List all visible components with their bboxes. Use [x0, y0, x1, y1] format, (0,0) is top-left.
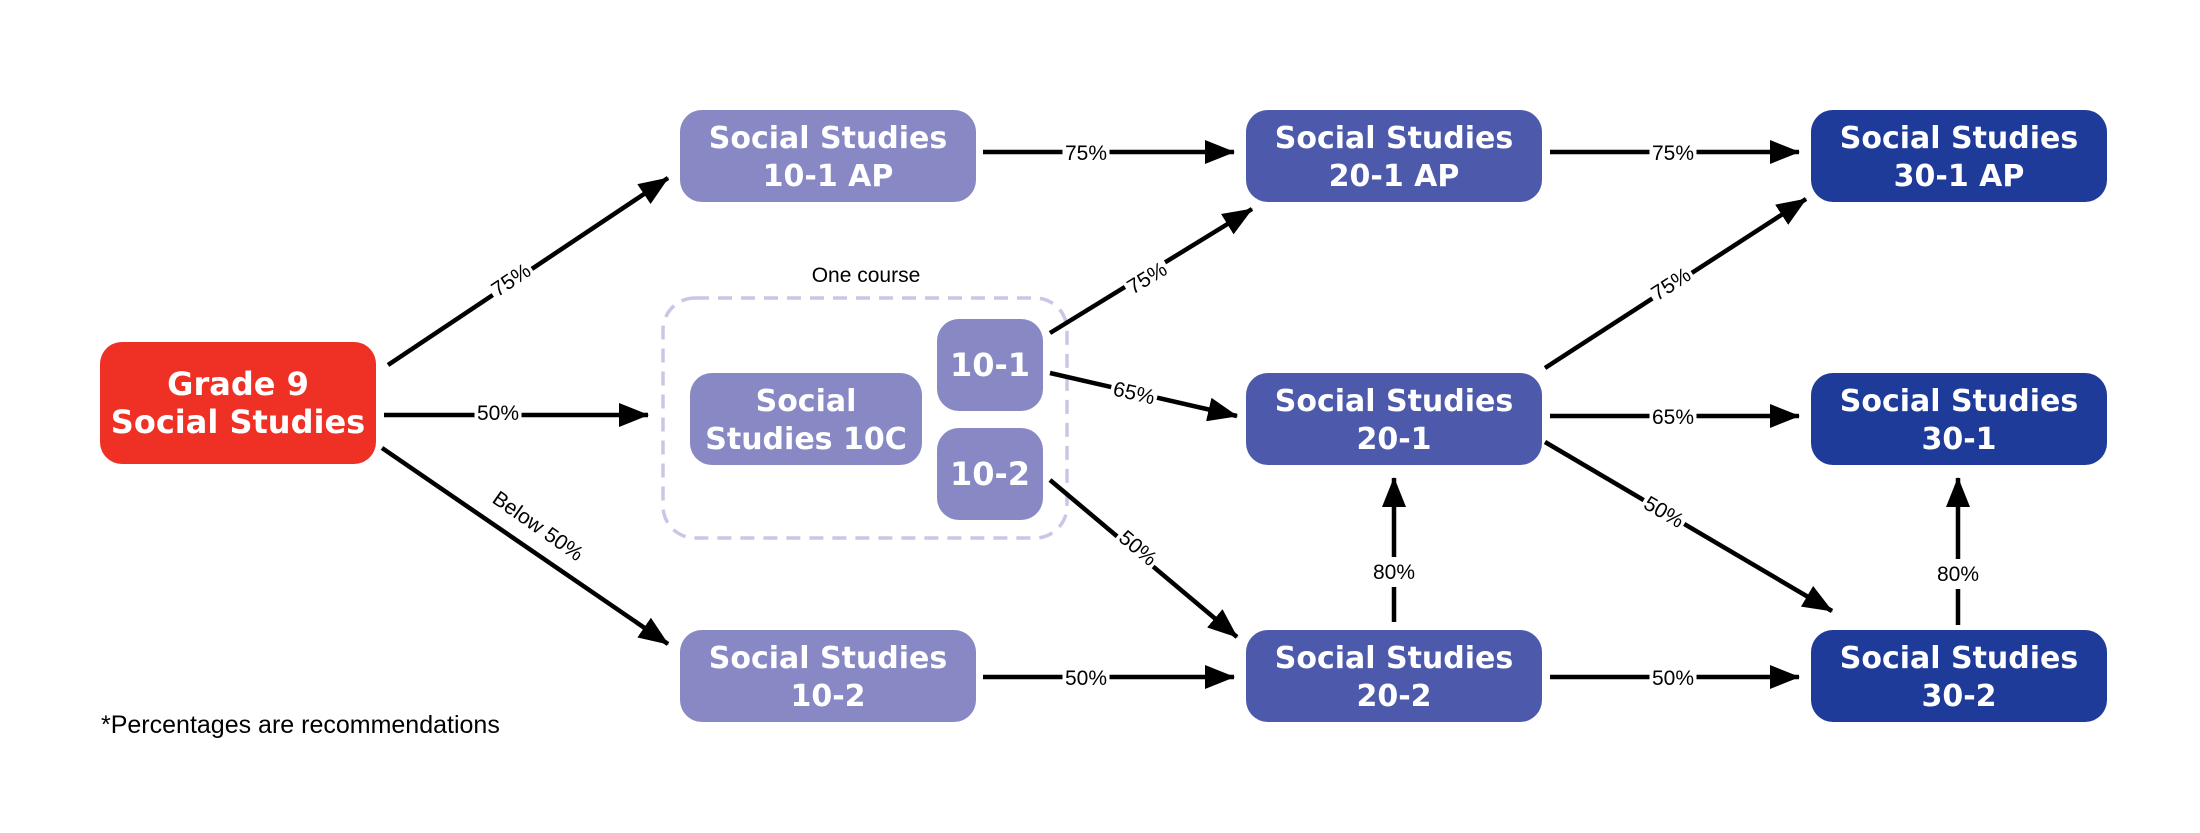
edge-label-bg	[1119, 253, 1175, 303]
node-label-line: 20-1	[1356, 422, 1431, 457]
node-box	[1246, 630, 1542, 722]
node-label-line: Studies 10C	[705, 422, 906, 457]
edge-label: 50%	[477, 402, 519, 425]
node-label-line: 10-2	[790, 679, 865, 714]
node-label-line: Social Studies	[1840, 121, 2079, 156]
node-label-line: Grade 9	[167, 365, 309, 403]
edge-grade9-to-ss10c: 50%	[384, 398, 649, 428]
node-box	[1811, 110, 2107, 202]
node-box	[1246, 110, 1542, 202]
node-opt10_1: 10-1	[937, 319, 1043, 411]
edge-opt10_2-to-ss20_2: 50%	[1048, 478, 1239, 639]
edge-label-bg	[1649, 138, 1697, 168]
node-box	[1246, 373, 1542, 465]
node-box	[937, 428, 1043, 520]
edge-label: 65%	[1652, 406, 1694, 429]
edges: 75% 50% Below 50% 75% 75% 65% 50% 50% 75% 75% 65% 5…	[380, 138, 1982, 693]
node-label-line: Social Studies	[1275, 121, 1514, 156]
node-opt10_2: 10-2	[937, 428, 1043, 520]
edge-opt10_1-to-ss20_1ap: 75%	[1048, 207, 1254, 335]
edge-opt10_1-to-ss20_1: 65%	[1049, 370, 1238, 422]
node-label-line: 10-2	[950, 455, 1030, 493]
edge-label-bg	[1062, 138, 1110, 168]
node-label-line: Social	[756, 384, 857, 419]
node-box	[680, 630, 976, 722]
edge-label-bg	[474, 398, 522, 428]
node-label-line: 20-2	[1356, 679, 1431, 714]
node-label-line: 10-1	[950, 346, 1030, 384]
node-box	[100, 342, 376, 464]
node-label-line: Social Studies	[1275, 641, 1514, 676]
edge-grade9-to-ss10_1ap: 75%	[386, 176, 670, 367]
edge-label: 80%	[1373, 561, 1415, 584]
node-label-line: Social Studies	[111, 403, 365, 441]
arrow-line	[1543, 440, 1834, 613]
node-label-line: Social Studies	[1840, 641, 2079, 676]
edge-ss20_1-to-ss30_1ap: 75%	[1543, 197, 1808, 370]
edge-label: 50%	[1065, 667, 1107, 690]
node-box	[1811, 373, 2107, 465]
edge-label-bg	[483, 481, 593, 571]
one-course-label: One course	[812, 264, 921, 287]
edge-ss20_2-to-ss20_1: 80%	[1370, 477, 1418, 622]
edge-label-bg	[1649, 663, 1697, 693]
node-label-line: 30-1 AP	[1894, 159, 2025, 194]
node-label-line: 10-1 AP	[763, 159, 894, 194]
node-label-line: 30-2	[1921, 679, 1996, 714]
one-course-group	[661, 296, 1069, 540]
edge-label-bg	[1062, 663, 1110, 693]
edge-label-bg	[1649, 402, 1697, 432]
edge-label: 80%	[1937, 563, 1979, 586]
node-label-line: 30-1	[1921, 422, 1996, 457]
node-box	[1811, 630, 2107, 722]
edge-grade9-to-ss10_2: Below 50%	[380, 446, 670, 646]
edge-label-bg	[1934, 559, 1982, 589]
edge-label: 50%	[1652, 667, 1694, 690]
edge-label: 75%	[1065, 142, 1107, 165]
edge-ss10_2-to-ss20_2: 50%	[983, 663, 1235, 693]
edge-ss20_1-to-ss30_2: 50%	[1543, 440, 1834, 613]
footnote: *Percentages are recommendations	[101, 711, 500, 739]
edge-ss20_1-to-ss30_1: 65%	[1550, 402, 1800, 432]
edge-ss20_2-to-ss30_2: 50%	[1550, 663, 1800, 693]
edge-ss30_2-to-ss30_1: 80%	[1934, 477, 1982, 625]
node-box	[937, 319, 1043, 411]
edge-ss20_1ap-to-ss30_1ap: 75%	[1550, 138, 1800, 168]
node-box	[680, 110, 976, 202]
arrow-line	[380, 446, 670, 646]
edge-label-bg	[1110, 521, 1166, 575]
node-label-line: 20-1 AP	[1329, 159, 1460, 194]
node-label-line: Social Studies	[709, 121, 948, 156]
edge-label-bg	[483, 254, 539, 306]
edge-label-bg	[1107, 373, 1161, 413]
node-label-line: Social Studies	[1840, 384, 2079, 419]
node-box	[690, 373, 922, 465]
edge-label-bg	[1370, 557, 1418, 587]
edge-label-bg	[1643, 258, 1699, 310]
edge-ss10_1ap-to-ss20_1ap: 75%	[983, 138, 1235, 168]
node-label-line: Social Studies	[709, 641, 948, 676]
edge-label-bg	[1636, 487, 1692, 537]
node-label-line: Social Studies	[1275, 384, 1514, 419]
edge-label: 75%	[1652, 142, 1694, 165]
